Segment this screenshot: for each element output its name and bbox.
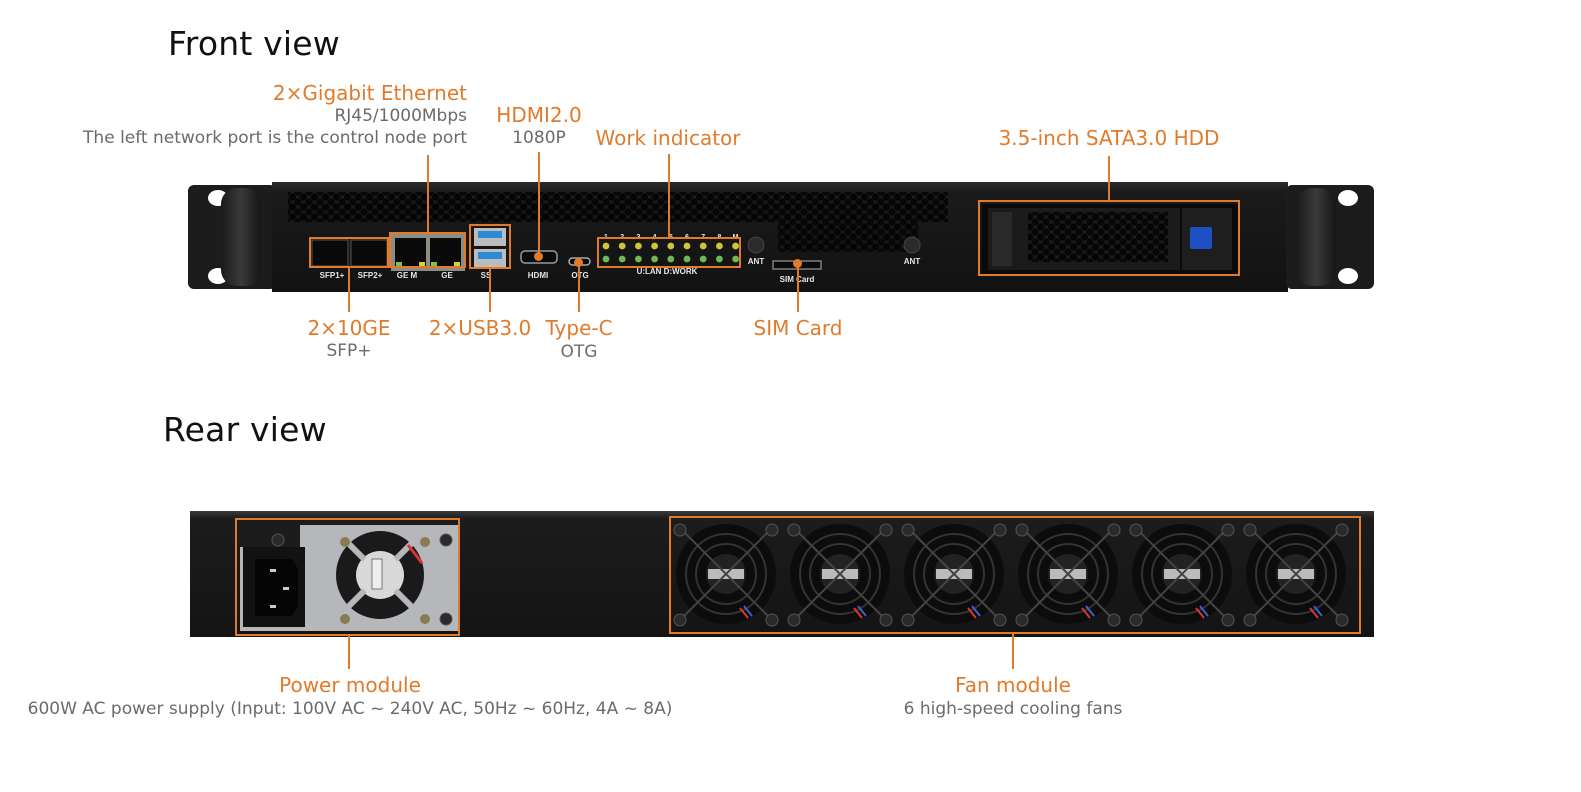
hdmi-text: HDMI [528, 271, 548, 280]
work-led [699, 255, 707, 263]
work-indicator-leader-line [668, 154, 670, 237]
work-led [602, 255, 610, 263]
lan-led [651, 242, 658, 250]
ethernet-callout-label: 2×Gigabit Ethernet [272, 81, 467, 105]
typec-callout-label: Type-C [545, 316, 613, 340]
sim-leader-dot [793, 259, 802, 268]
rear-chassis [190, 511, 1374, 637]
otg-text: OTG [571, 271, 588, 280]
hdmi-leader-line [538, 152, 540, 256]
sfp1-text: SFP1+ [320, 271, 345, 280]
lan-led [667, 242, 675, 250]
work-indicator-highlight-box [597, 237, 741, 268]
hdd-leader-line [1108, 156, 1110, 200]
ethernet-highlight-box [389, 232, 466, 268]
work-led [635, 255, 642, 263]
fan-array [673, 523, 1349, 627]
typec-callout-sub: OTG [560, 342, 598, 362]
hdmi-callout-label: HDMI2.0 [496, 103, 582, 127]
sim-callout-label: SIM Card [753, 316, 843, 340]
hdd-eject-button [1190, 227, 1212, 249]
cooling-fan [1129, 523, 1235, 627]
hdmi-leader-dot [534, 252, 543, 261]
cooling-fan [1243, 523, 1349, 627]
power-leader-line [348, 636, 350, 669]
lan-led [602, 242, 610, 250]
led-array [602, 242, 739, 263]
cooling-fan [673, 523, 779, 627]
usb-callout-label: 2×USB3.0 [428, 316, 532, 340]
hdd-callout-label: 3.5-inch SATA3.0 HDD [998, 126, 1220, 150]
usb-text: SS [481, 271, 492, 280]
work-led [667, 255, 675, 263]
sfp-callout-sub: SFP+ [326, 341, 372, 361]
ethernet-leader-line [427, 155, 429, 232]
front-chassis-graphic: SFP1+ SFP2+ GE M GE SS HDMI OTG U:LAN D:… [188, 182, 1374, 292]
power-callout-label: Power module [279, 673, 421, 697]
work-led [716, 255, 723, 263]
fan-callout-sub: 6 high-speed cooling fans [903, 699, 1123, 719]
lan-led [683, 242, 691, 250]
lan-led [732, 242, 739, 250]
led-legend-text: U:LAN D:WORK [637, 267, 698, 276]
power-callout-sub: 600W AC power supply (Input: 100V AC ~ 2… [27, 699, 673, 719]
front-chassis: SFP1+ SFP2+ GE M GE SS HDMI OTG U:LAN D:… [188, 182, 1374, 292]
hdmi-callout-sub: 1080P [512, 128, 566, 148]
gem-text: GE M [397, 271, 418, 280]
ge-text: GE [441, 271, 453, 280]
usb-leader-line [489, 269, 491, 312]
ethernet-callout-sub2: The left network port is the control nod… [83, 128, 467, 148]
sfp-callout-label: 2×10GE [307, 316, 391, 340]
hdd-highlight-box [978, 200, 1240, 276]
cooling-fan [787, 523, 893, 627]
fan-callout-label: Fan module [955, 673, 1071, 697]
rear-view-title: Rear view [163, 410, 327, 449]
sfp-leader-line [348, 268, 350, 312]
typec-leader-line [578, 262, 580, 312]
work-led [683, 255, 691, 263]
sfp-highlight-box [309, 237, 389, 268]
work-led [618, 255, 626, 263]
power-module-highlight-box [235, 518, 460, 636]
cooling-fan [1015, 523, 1121, 627]
work-indicator-callout-label: Work indicator [595, 126, 741, 150]
ant-left-text: ANT [748, 257, 765, 266]
fan-leader-line [1012, 634, 1014, 669]
usb-highlight-box [469, 224, 511, 269]
lan-led [635, 242, 642, 250]
sfp2-text: SFP2+ [358, 271, 383, 280]
front-view-title: Front view [168, 24, 340, 63]
lan-led [699, 242, 707, 250]
cooling-fan [901, 523, 1007, 627]
rear-chassis-graphic [190, 511, 1374, 637]
work-led [732, 255, 739, 263]
ethernet-callout-sub1: RJ45/1000Mbps [334, 106, 467, 126]
lan-led [618, 242, 626, 250]
typec-leader-dot [574, 258, 583, 267]
ant-right-text: ANT [904, 257, 921, 266]
lan-led [716, 242, 723, 250]
work-led [651, 255, 658, 263]
sim-leader-line [797, 264, 799, 312]
fan-module-highlight-box [669, 516, 1361, 634]
